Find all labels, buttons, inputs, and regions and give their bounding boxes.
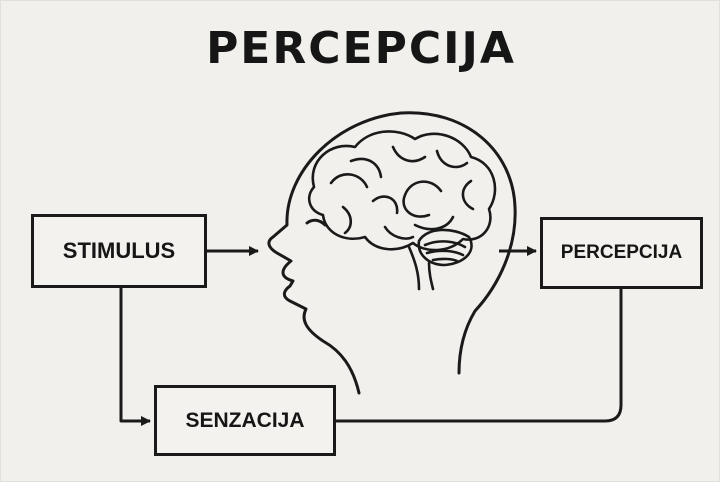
line-senzacija-to-percepcija [336,289,623,423]
senzacija-node: SENZACIJA [154,385,336,456]
diagram-title: PERCEPCIJA [206,23,516,74]
arrow-stimulus-to-senzacija [119,288,151,426]
stimulus-label: STIMULUS [62,238,176,263]
percepcija-node: PERCEPCIJA [540,217,703,289]
brain-icon [307,130,497,291]
eye-icon [305,218,327,227]
percepcija-label: PERCEPCIJA [560,242,683,263]
head-silhouette-icon [267,111,517,395]
stimulus-node: STIMULUS [31,214,207,288]
senzacija-label: SENZACIJA [185,408,305,432]
